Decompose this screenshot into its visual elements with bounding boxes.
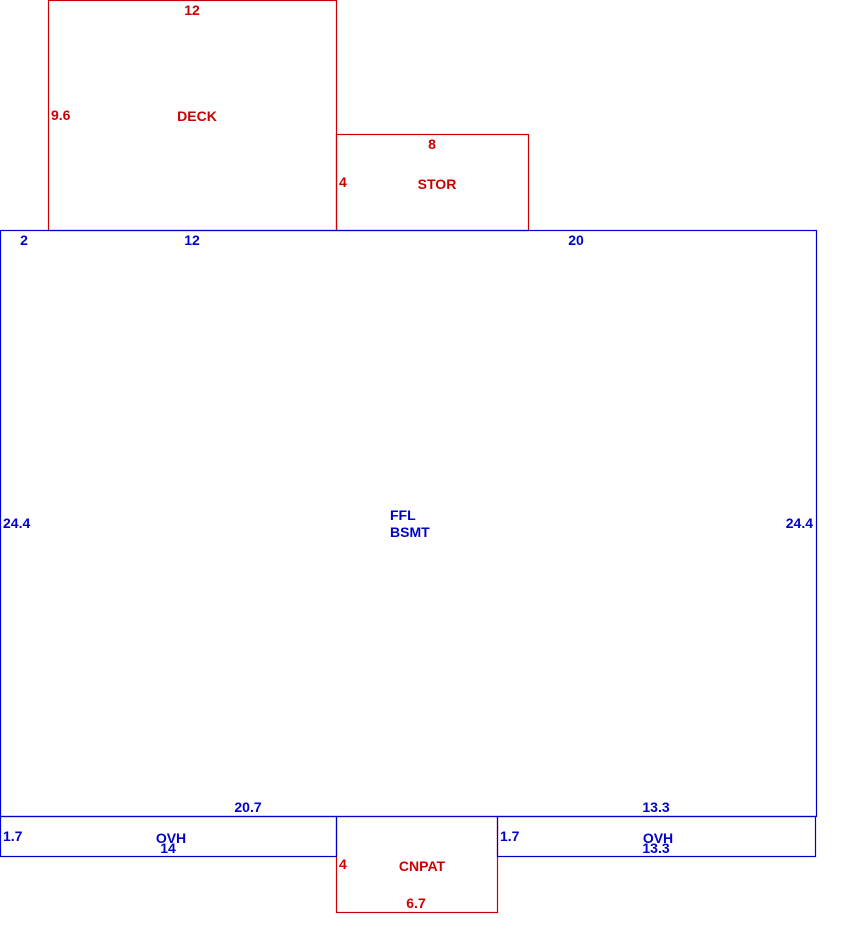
main-outline xyxy=(0,229,818,818)
main-area: 2 12 20 24.4 24.4 FFL BSMT 20.7 13.3 xyxy=(0,229,818,818)
deck-depth-label: 9.6 xyxy=(51,107,71,123)
ovh-right-name-label: OVH xyxy=(643,830,673,846)
main-name-label-1: FFL xyxy=(390,507,416,523)
main-name-label-2: BSMT xyxy=(390,524,430,540)
cnpat-area: 4 CNPAT 6.7 xyxy=(335,815,499,914)
deck-name-label: DECK xyxy=(177,108,217,124)
ovh-right-width-label: 13.3 xyxy=(642,840,669,856)
cnpat-depth-label: 4 xyxy=(339,856,347,872)
stor-name-label: STOR xyxy=(418,176,457,192)
ovh-left-width-label: 14 xyxy=(160,840,176,856)
cnpat-width-label: 6.7 xyxy=(406,895,426,911)
main-top-offset-label: 2 xyxy=(20,232,28,248)
cnpat-name-label: CNPAT xyxy=(399,858,446,874)
main-bottom-left-label: 20.7 xyxy=(234,799,261,815)
ovh-left-depth-label: 1.7 xyxy=(3,828,23,844)
ovh-right-depth-label: 1.7 xyxy=(500,828,520,844)
deck-area: 12 9.6 DECK xyxy=(47,0,338,232)
stor-depth-label: 4 xyxy=(339,174,347,190)
main-left-side-label: 24.4 xyxy=(3,515,30,531)
ovh-left-name-label: OVH xyxy=(156,830,186,846)
ovh-right-outline xyxy=(496,815,817,858)
main-bottom-right-label: 13.3 xyxy=(642,799,669,815)
main-right-side-label: 24.4 xyxy=(786,515,813,531)
ovh-left-outline xyxy=(0,815,338,858)
ovh-right-area: 1.7 OVH 13.3 xyxy=(496,815,817,858)
stor-width-label: 8 xyxy=(428,136,436,152)
main-top-segment-1-label: 12 xyxy=(184,232,200,248)
main-top-segment-2-label: 20 xyxy=(568,232,584,248)
ovh-left-area: 1.7 OVH 14 xyxy=(0,815,338,858)
stor-area: 8 4 STOR xyxy=(335,133,530,232)
deck-width-label: 12 xyxy=(184,2,200,18)
